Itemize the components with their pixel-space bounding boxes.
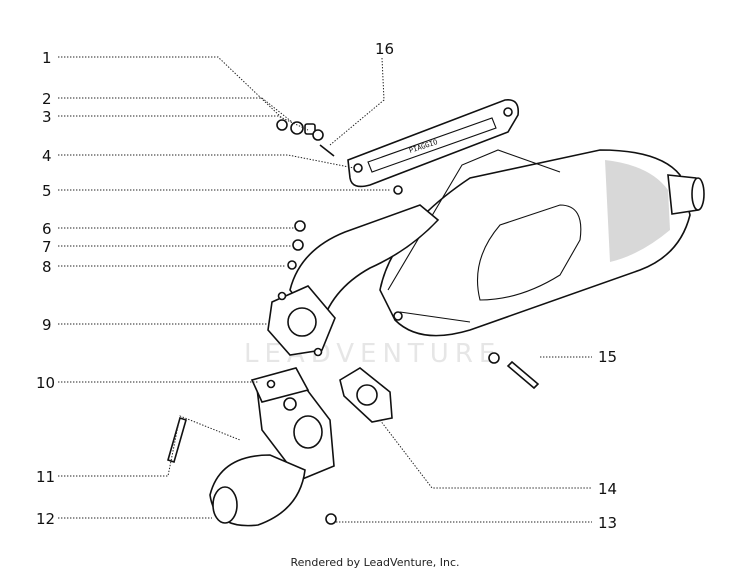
muffler-body — [379, 149, 705, 337]
footer-credit: Rendered by LeadVenture, Inc. — [290, 556, 460, 569]
callout-15: 15 — [598, 348, 617, 366]
callout-2: 2 — [42, 90, 52, 108]
callout-6: 6 — [42, 220, 52, 238]
callout-numbers: 1 2 3 4 5 6 7 8 9 10 11 12 13 14 15 16 — [36, 40, 617, 532]
callout-1: 1 — [42, 49, 52, 67]
callout-13: 13 — [598, 514, 617, 532]
callout-9: 9 — [42, 316, 52, 334]
leader-lines — [58, 56, 592, 523]
exhaust-pipe — [267, 204, 440, 357]
heat-shield-plate: PIAGGIO — [347, 98, 520, 188]
lower-elbow-pipe — [209, 367, 335, 527]
callout-4: 4 — [42, 147, 52, 165]
callout-14: 14 — [598, 480, 617, 498]
callout-11: 11 — [36, 468, 55, 486]
callout-10: 10 — [36, 374, 55, 392]
callout-3: 3 — [42, 108, 52, 126]
callout-16: 16 — [375, 40, 394, 58]
callout-8: 8 — [42, 258, 52, 276]
fasteners — [167, 119, 540, 525]
callout-12: 12 — [36, 510, 55, 528]
gasket — [339, 367, 393, 423]
callout-7: 7 — [42, 238, 52, 256]
callout-5: 5 — [42, 182, 52, 200]
